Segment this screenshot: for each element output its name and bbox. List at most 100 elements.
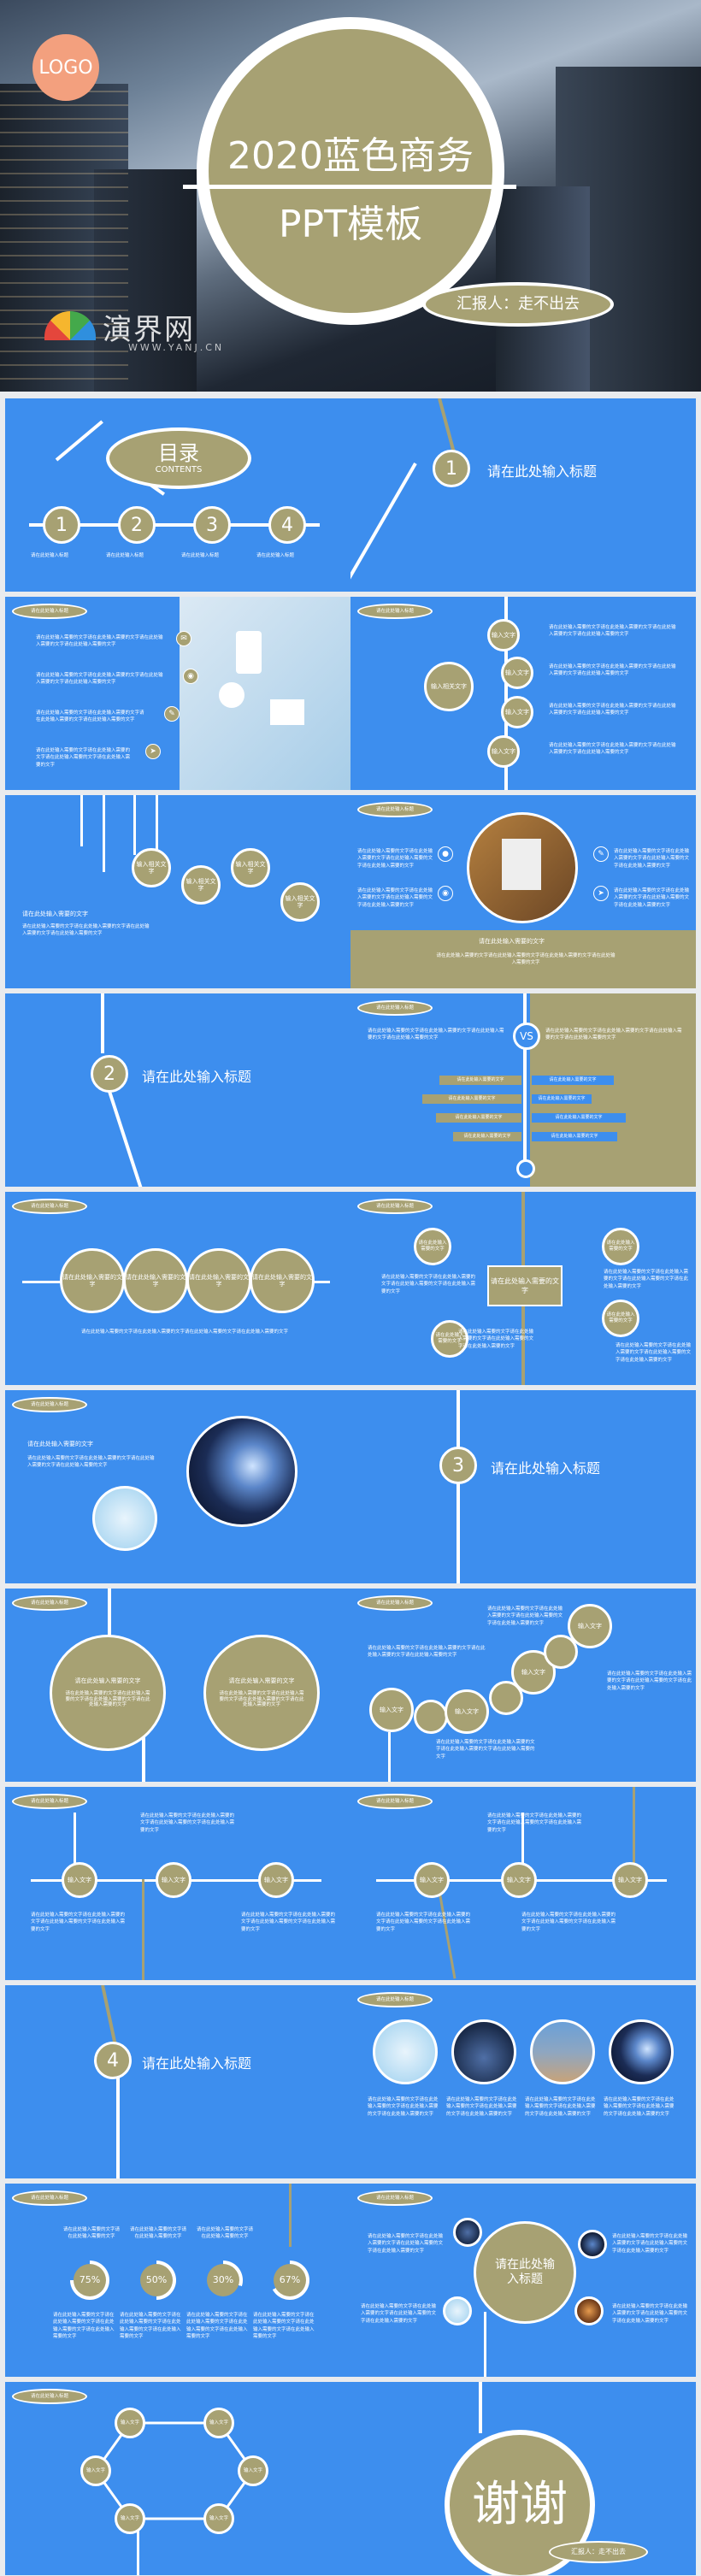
ring-top-text-2: 请在此处输入需要的文字请在此处输入需要的文字 <box>129 2227 186 2240</box>
item-text-2: 请在此处输入需要的文字请在此处输入需要的文字请在此处输入需要的文字请在此处输入需… <box>36 673 163 686</box>
timeline-b-vline-2 <box>633 1787 635 1879</box>
big-circle-1-heading: 请在此处输入需要的文字 <box>74 1677 141 1684</box>
hang-circle-2: 输入相关文字 <box>181 865 221 905</box>
slide-timeline-a: 请在此处输入标题 输入文字 输入文字 输入文字 请在此处输入需要的文字请在此处输… <box>5 1787 350 1980</box>
ring-top-text-1: 请在此处输入需要的文字请在此处输入需要的文字 <box>62 2227 120 2240</box>
toc-diag-left <box>55 420 103 462</box>
slide-vs: 请在此处输入标题 VS 请在此处输入需要的文字请在此处输入需要的文字请在此处输入… <box>350 993 696 1187</box>
section-1-line-bottom <box>350 463 417 583</box>
slide-hexagon: 请在此处输入标题 输入文字 输入文字 输入文字 输入文字 输入文字 输入文字 <box>5 2382 350 2575</box>
ring-bottom-text-2: 请在此处输入需要的文字请在此处输入需要的文字请在此处输入需要的文字请在此处输入需… <box>120 2313 181 2339</box>
tree-text-1: 请在此处输入需要的文字请在此处输入需要的文字请在此处输入需要的文字请在此处输入需… <box>549 625 676 638</box>
circle-4: 请在此处输入需要的文字 <box>250 1248 315 1313</box>
toc-item-1[interactable]: 1 <box>43 506 80 544</box>
band-heading: 请在此处输入需要的文字 <box>479 938 545 945</box>
illustration-clock-icon <box>219 682 244 708</box>
tree-text-3: 请在此处输入需要的文字请在此处输入需要的文字请在此处输入需要的文字请在此处输入需… <box>549 704 676 716</box>
ring-2-value: 50% <box>140 2264 173 2296</box>
vs-badge: VS <box>513 1023 540 1050</box>
timeline-a-node-3: 输入文字 <box>258 1862 294 1898</box>
robot-hand-photo <box>186 1416 297 1527</box>
circle-3: 请在此处输入需要的文字 <box>186 1248 251 1313</box>
big-circle-2-heading: 请在此处输入需要的文字 <box>228 1677 295 1684</box>
hex-node-1: 输入文字 <box>115 2408 145 2438</box>
cover-slide: LOGO 2020蓝色商务 PPT模板 汇报人：走不出去 演界网 WWW.YAN… <box>0 0 701 392</box>
slide-ascending-circles: 请在此处输入标题 输入文字 输入文字 输入文字 输入文字 请在此处输入需要的文字… <box>350 1589 696 1782</box>
asc-text-4: 请在此处输入需要的文字请在此处输入需要的文字请在此处输入需要的文字请在此处输入需… <box>436 1740 535 1760</box>
ring-top-text-3: 请在此处输入需要的文字请在此处输入需要的文字 <box>196 2227 253 2240</box>
circle-2: 请在此处输入需要的文字 <box>123 1248 188 1313</box>
box-text-3: 请在此处输入需要的文字请在此处输入需要的文字请在此处输入需要的文字请在此处输入需… <box>604 1270 689 1289</box>
slide-section-1: 1 请在此处输入标题 <box>350 398 696 592</box>
location-icon: ◉ <box>183 669 198 684</box>
hang-para: 请在此处输入需要的文字请在此处输入需要的文字请在此处输入需要的文字请在此处输入需… <box>22 924 150 937</box>
illustration-panel <box>180 597 350 790</box>
slide-tag: 请在此处输入标题 <box>357 1794 433 1809</box>
thanks-text: 谢谢 <box>472 2477 568 2533</box>
section-2-title: 请在此处输入标题 <box>142 1069 252 1085</box>
section-4-line-bottom <box>116 2067 120 2178</box>
slide-tag: 请在此处输入标题 <box>357 802 433 817</box>
vs-bar-left-4: 请在此处输入需要的文字 <box>453 1132 521 1141</box>
ring-3-value: 30% <box>207 2264 239 2296</box>
location-icon: ◉ <box>438 886 453 901</box>
photo-text-right-1: 请在此处输入需要的文字请在此处输入需要的文字请在此处输入需要的文字请在此处输入需… <box>614 849 690 869</box>
orbit-text-2: 请在此处输入需要的文字请在此处输入需要的文字请在此处输入需要的文字请在此处输入需… <box>612 2234 688 2254</box>
title-divider <box>183 185 516 189</box>
band-para: 请在此处输入需要的文字请在此处输入需要的文字请在此处输入需要的文字请在此处输入需… <box>436 953 616 966</box>
photo-row-text-2: 请在此处输入需要的文字请在此处输入需要的文字请在此处输入需要的文字请在此处输入需… <box>446 2097 517 2117</box>
circle-1: 请在此处输入需要的文字 <box>60 1248 125 1313</box>
hex-node-6: 输入文字 <box>80 2455 111 2486</box>
photo-row-2 <box>451 2019 516 2084</box>
center-circle: 请在此处输入标题 <box>474 2221 576 2324</box>
timeline-a-text-1: 请在此处输入需要的文字请在此处输入需要的文字请在此处输入需要的文字请在此处输入需… <box>140 1813 235 1833</box>
orbit-photo-1 <box>453 2218 482 2247</box>
timeline-a-node-1: 输入文字 <box>62 1862 97 1898</box>
asc-dot-2 <box>489 1681 523 1715</box>
slide-thanks: 谢谢 汇报人：走不出去 <box>350 2382 696 2575</box>
timeline-b-text-3: 请在此处输入需要的文字请在此处输入需要的文字请在此处输入需要的文字请在此处输入需… <box>521 1913 616 1932</box>
photo-text-left-1: 请在此处输入需要的文字请在此处输入需要的文字请在此处输入需要的文字请在此处输入需… <box>357 849 433 869</box>
edit-icon: ✎ <box>164 706 180 722</box>
vs-bar-left-1: 请在此处输入需要的文字 <box>439 1076 521 1085</box>
slide-tag: 请在此处输入标题 <box>357 1992 433 2007</box>
slide-hanging-circles: 输入相关文字 输入相关文字 输入相关文字 输入相关文字 请在此处输入需要的文字 … <box>5 795 350 988</box>
side-circle-4: 请在此处输入需要的文字 <box>602 1300 639 1337</box>
asc-text-3: 请在此处输入需要的文字请在此处输入需要的文字请在此处输入需要的文字请在此处输入需… <box>607 1671 692 1691</box>
toc-item-4[interactable]: 4 <box>268 506 306 544</box>
toc-label-4: 请在此处输入标题 <box>256 553 295 558</box>
thanks-reporter-badge: 汇报人：走不出去 <box>549 2541 648 2563</box>
watermark-text: 演界网 <box>103 313 195 347</box>
window-lights <box>0 84 128 392</box>
send-icon: ➤ <box>145 744 161 759</box>
toc-item-2[interactable]: 2 <box>118 506 156 544</box>
asc-circle-2: 输入文字 <box>445 1689 489 1734</box>
photo-row-4 <box>609 2019 674 2084</box>
photo-frame <box>502 839 541 890</box>
slide-tree: 请在此处输入标题 输入相关文字 输入文字 输入文字 输入文字 输入文字 请在此处… <box>350 597 696 790</box>
slide-photo-circle: 请在此处输入标题 ● ✎ ➤ ◉ 请在此处输入需要的文字请在此处输入需要的文字请… <box>350 795 696 988</box>
item-text-3: 请在此处输入需要的文字请在此处输入需要的文字请在此处输入需要的文字请在此处输入需… <box>36 710 144 723</box>
vs-right-panel <box>530 993 696 1187</box>
photo-text-right-2: 请在此处输入需要的文字请在此处输入需要的文字请在此处输入需要的文字请在此处输入需… <box>614 888 690 908</box>
slide-icons-illustration: 请在此处输入标题 ✉ ◉ ✎ ➤ 请在此处输入需要的文字请在此处输入需要的文字请… <box>5 597 350 790</box>
slide-section-2: 2 请在此处输入标题 <box>5 993 350 1187</box>
big-circle-2: 请在此处输入需要的文字 请在此处输入需要的文字请在此处输入需要的文字请在此处输入… <box>203 1635 320 1751</box>
timeline-b-text-1: 请在此处输入需要的文字请在此处输入需要的文字请在此处输入需要的文字请在此处输入需… <box>487 1813 582 1833</box>
toc-item-3[interactable]: 3 <box>193 506 231 544</box>
thanks-line <box>479 2382 482 2433</box>
toc-subtitle: CONTENTS <box>155 465 203 475</box>
toc-title: 目录 <box>158 441 199 465</box>
hex-node-4: 输入文字 <box>203 2503 234 2534</box>
ring-line-1 <box>289 2184 292 2247</box>
hang-line-1 <box>80 795 83 846</box>
item-text-1: 请在此处输入需要的文字请在此处输入需要的文字请在此处输入需要的文字请在此处输入需… <box>36 635 163 648</box>
timeline-a-vline-2 <box>142 1879 144 1980</box>
building-left2 <box>94 169 197 392</box>
orbit-text-1: 请在此处输入需要的文字请在此处输入需要的文字请在此处输入需要的文字请在此处输入需… <box>368 2234 444 2254</box>
asc-dot-1 <box>414 1700 448 1734</box>
slide-tag: 请在此处输入标题 <box>12 2190 87 2206</box>
hexagon-vline <box>137 2519 139 2575</box>
slide-center-box: 请在此处输入标题 请在此处输入需要的文字 请在此处输入需要的文字 请在此处输入需… <box>350 1192 696 1385</box>
slide-timeline-b: 请在此处输入标题 输入文字 输入文字 输入文字 请在此处输入需要的文字请在此处输… <box>350 1787 696 1980</box>
